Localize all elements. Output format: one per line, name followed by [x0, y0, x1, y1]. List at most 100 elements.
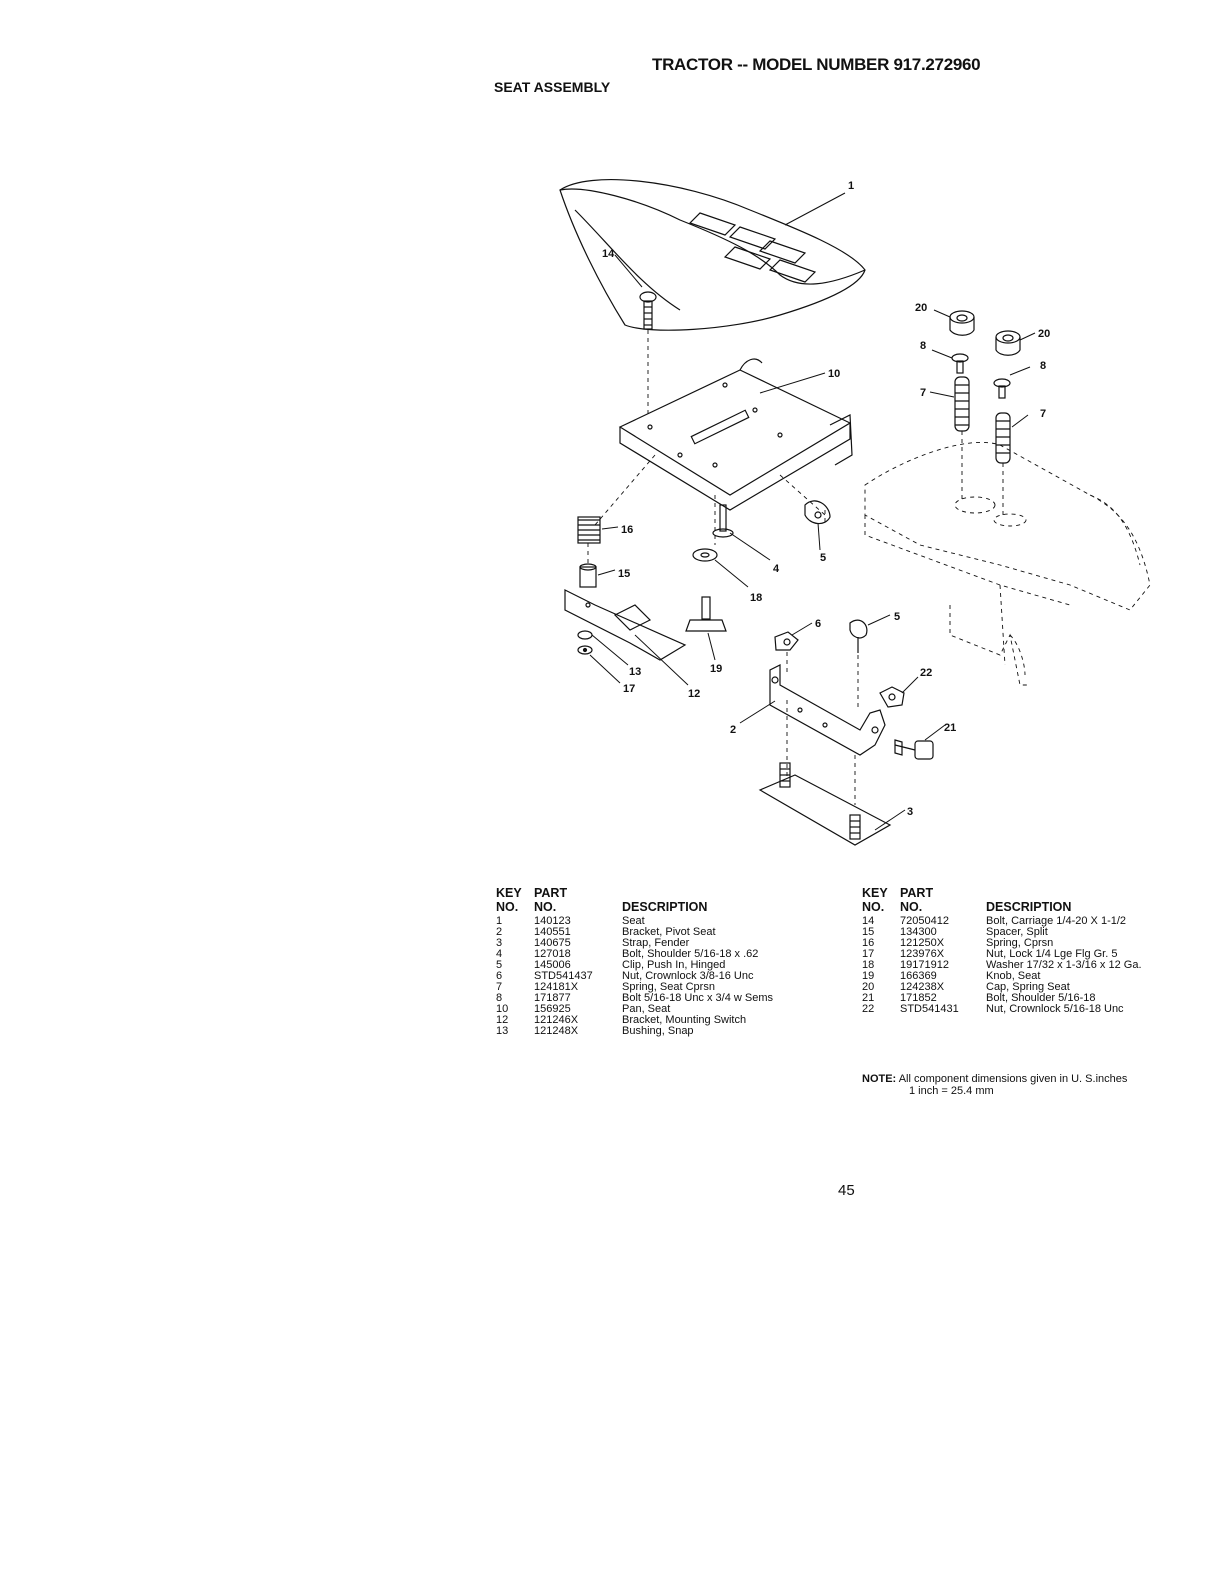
- section-subtitle: SEAT ASSEMBLY: [494, 79, 611, 95]
- key-no: 5: [496, 959, 503, 971]
- callout-15: 15: [618, 568, 630, 580]
- hinged-clip-lower-part: [849, 619, 868, 653]
- callout-5a: 5: [820, 552, 826, 564]
- part-description: Pan, Seat: [622, 1003, 671, 1015]
- part-header-line1: PART: [534, 886, 568, 900]
- callout-12: 12: [688, 688, 700, 700]
- part-header-line2-right: NO.: [900, 900, 923, 914]
- seat-assembly-diagram: 1 2 3 4 5 5 6 7 7 8 8 10 12 13 14 15 16 …: [559, 179, 1151, 846]
- dimension-note: NOTE: All component dimensions given in …: [862, 1073, 1127, 1085]
- part-no: 121250X: [900, 937, 945, 949]
- callout-1: 1: [848, 180, 854, 192]
- small-spring-part: [577, 516, 601, 544]
- part-no: 124181X: [534, 981, 579, 993]
- key-no: 8: [496, 992, 503, 1004]
- part-description: Spacer, Split: [986, 926, 1048, 938]
- callout-19: 19: [710, 663, 722, 675]
- table-row: 16 121250X Spring, Cprsn: [862, 938, 1202, 949]
- part-description: Bolt 5/16-18 Unc x 3/4 w Sems: [622, 992, 774, 1004]
- callout-20a: 20: [915, 302, 927, 314]
- description-header: DESCRIPTION: [622, 900, 708, 914]
- seat-springs-part: [954, 376, 1011, 464]
- part-description: Washer 17/32 x 1-3/16 x 12 Ga.: [986, 959, 1142, 971]
- seat-pan-part: [618, 358, 853, 511]
- callout-17: 17: [623, 683, 635, 695]
- key-header-line1-right: KEY: [862, 886, 888, 900]
- part-no: 140551: [534, 926, 571, 938]
- part-description: Bracket, Pivot Seat: [622, 926, 716, 938]
- part-no: 145006: [534, 959, 571, 971]
- page-title: TRACTOR -- MODEL NUMBER 917.272960: [652, 55, 981, 74]
- note-line1: All component dimensions given in U. S.i…: [898, 1073, 1128, 1085]
- callout-7b: 7: [1040, 408, 1046, 420]
- crownlock-nut-part: [774, 631, 799, 651]
- hinged-clip-part: [804, 500, 831, 525]
- split-spacer-part: [579, 563, 597, 588]
- part-description: Bolt, Shoulder 5/16-18: [986, 992, 1096, 1004]
- sems-bolts-part: [951, 353, 1011, 399]
- part-no: STD541437: [534, 970, 593, 982]
- key-header-line1: KEY: [496, 886, 522, 900]
- part-no: 166369: [900, 970, 937, 982]
- key-no: 14: [862, 915, 875, 927]
- table-row: 7 124181X Spring, Seat Cprsn: [496, 982, 856, 993]
- callout-4: 4: [773, 563, 780, 575]
- key-no: 12: [496, 1014, 509, 1026]
- pivot-bracket-part: [769, 664, 886, 756]
- callout-13: 13: [629, 666, 641, 678]
- fender-outline: [864, 441, 1151, 686]
- description-header-right: DESCRIPTION: [986, 900, 1072, 914]
- washer-part: [692, 548, 718, 562]
- part-no: 171852: [900, 992, 937, 1004]
- callout-8a: 8: [920, 340, 926, 352]
- carriage-bolt-part: [639, 291, 657, 330]
- table-row: 5 145006 Clip, Push In, Hinged: [496, 960, 856, 971]
- part-description: Bracket, Mounting Switch: [622, 1014, 747, 1026]
- part-description: Spring, Cprsn: [986, 937, 1054, 949]
- part-no: 171877: [534, 992, 571, 1004]
- part-description: Knob, Seat: [986, 970, 1041, 982]
- key-header-line2-right: NO.: [862, 900, 885, 914]
- part-description: Spring, Seat Cprsn: [622, 981, 715, 993]
- table-row: 19 166369 Knob, Seat: [862, 971, 1202, 982]
- key-no: 1: [496, 915, 503, 927]
- shoulder-bolt-part: [712, 504, 734, 538]
- table-row: 8 171877 Bolt 5/16-18 Unc x 3/4 w Sems: [496, 993, 856, 1004]
- bushing-and-nut-parts: [577, 630, 593, 655]
- key-no: 20: [862, 981, 875, 993]
- dimension-note-line2: 1 inch = 25.4 mm: [909, 1085, 994, 1097]
- callout-7a: 7: [920, 387, 926, 399]
- callout-3: 3: [907, 806, 913, 818]
- part-description: Cap, Spring Seat: [986, 981, 1070, 993]
- part-description: Clip, Push In, Hinged: [622, 959, 726, 971]
- key-no: 15: [862, 926, 875, 938]
- part-no: 156925: [534, 1003, 571, 1015]
- part-no: 72050412: [900, 915, 949, 927]
- key-no: 19: [862, 970, 875, 982]
- switch-bracket-part: [564, 589, 687, 661]
- table-row: 2 140551 Bracket, Pivot Seat: [496, 927, 856, 938]
- part-no: 121248X: [534, 1025, 579, 1037]
- callout-8b: 8: [1040, 360, 1046, 372]
- part-header-line1-right: PART: [900, 886, 934, 900]
- seat-knob-part: [685, 596, 727, 632]
- callout-16: 16: [621, 524, 633, 536]
- part-no: 127018: [534, 948, 571, 960]
- nut-part: [879, 686, 905, 708]
- key-no: 7: [496, 981, 503, 993]
- key-no: 16: [862, 937, 875, 949]
- key-no: 17: [862, 948, 875, 960]
- part-no: 123976X: [900, 948, 945, 960]
- part-header-line2: NO.: [534, 900, 557, 914]
- part-no: STD541431: [900, 1003, 959, 1015]
- key-no: 2: [496, 926, 503, 938]
- callout-14: 14: [602, 248, 615, 260]
